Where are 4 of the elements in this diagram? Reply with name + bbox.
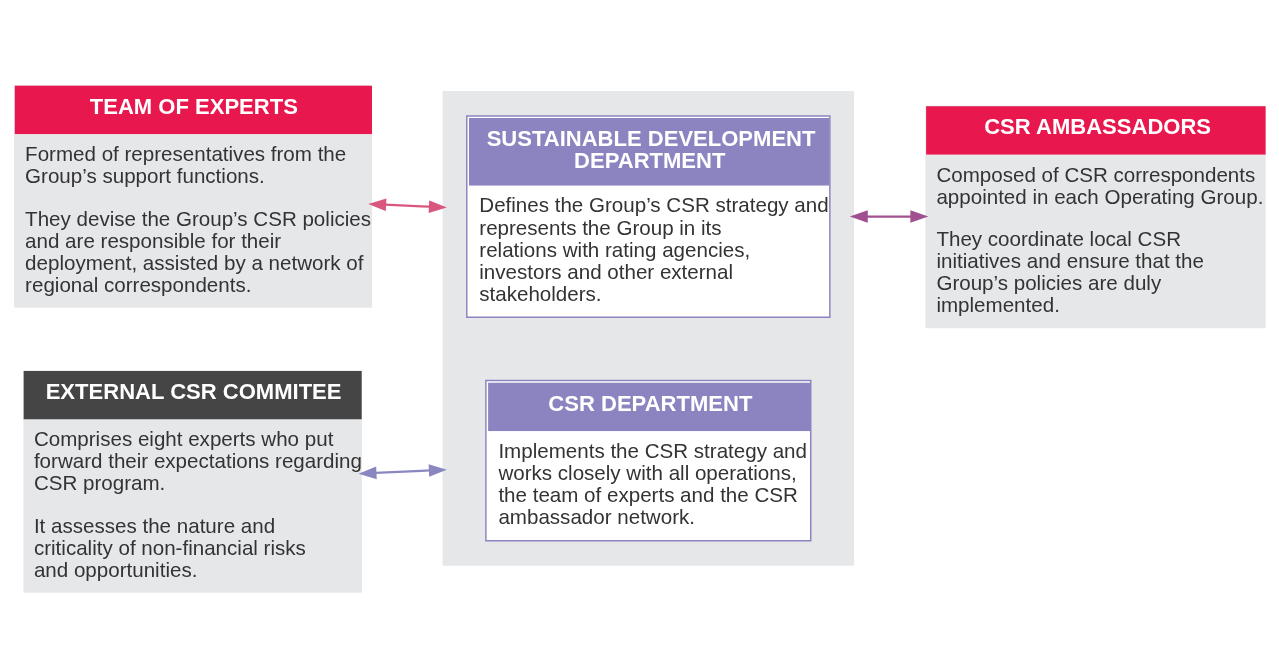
arrow: [849, 209, 929, 223]
cluster: [442, 90, 855, 566]
arrow: [358, 463, 447, 479]
arrow: [368, 197, 447, 213]
